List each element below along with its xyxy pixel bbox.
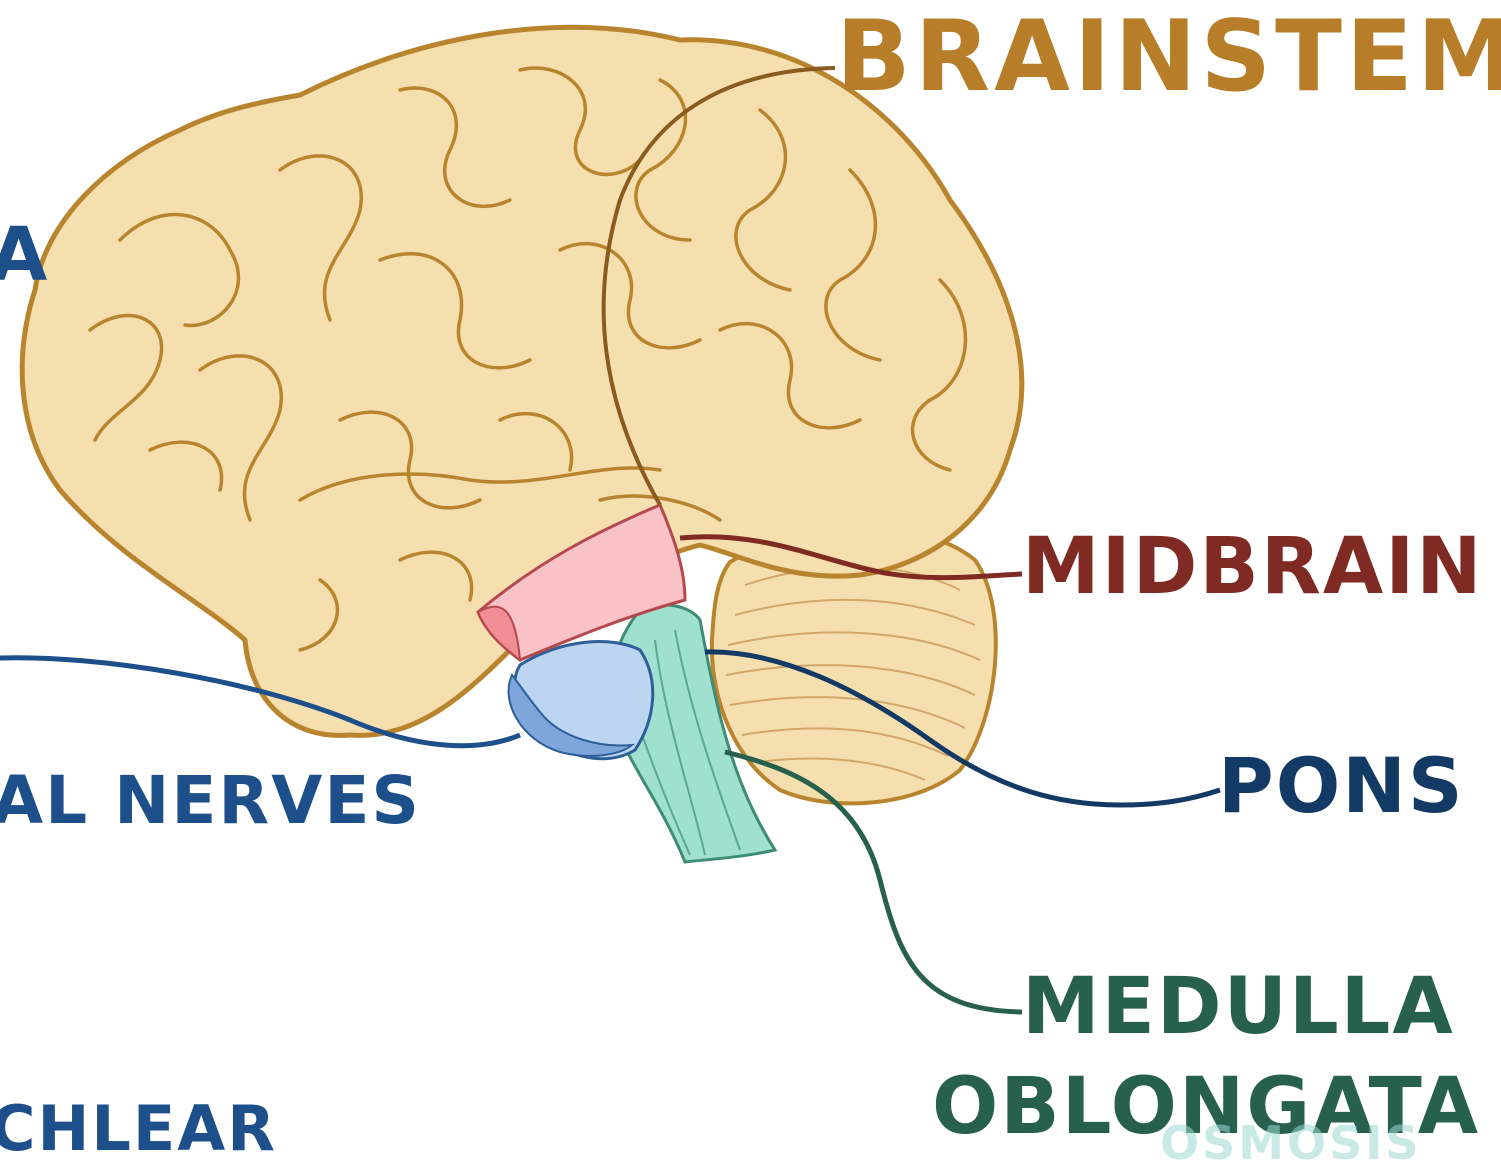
pons-label: PONS (1218, 748, 1465, 824)
left-edge-partial-label: A (0, 218, 47, 292)
brainstem-label: BRAINSTEM (836, 8, 1501, 106)
medulla-label-line1: MEDULLA (1022, 968, 1455, 1046)
cranial-nerves-label: AL NERVES (0, 768, 421, 834)
watermark: OSMOSIS (1160, 1120, 1422, 1166)
pons-shape (509, 642, 653, 759)
midbrain-label: MIDBRAIN (1022, 528, 1484, 606)
cochlear-label: CHLEAR (0, 1098, 277, 1160)
